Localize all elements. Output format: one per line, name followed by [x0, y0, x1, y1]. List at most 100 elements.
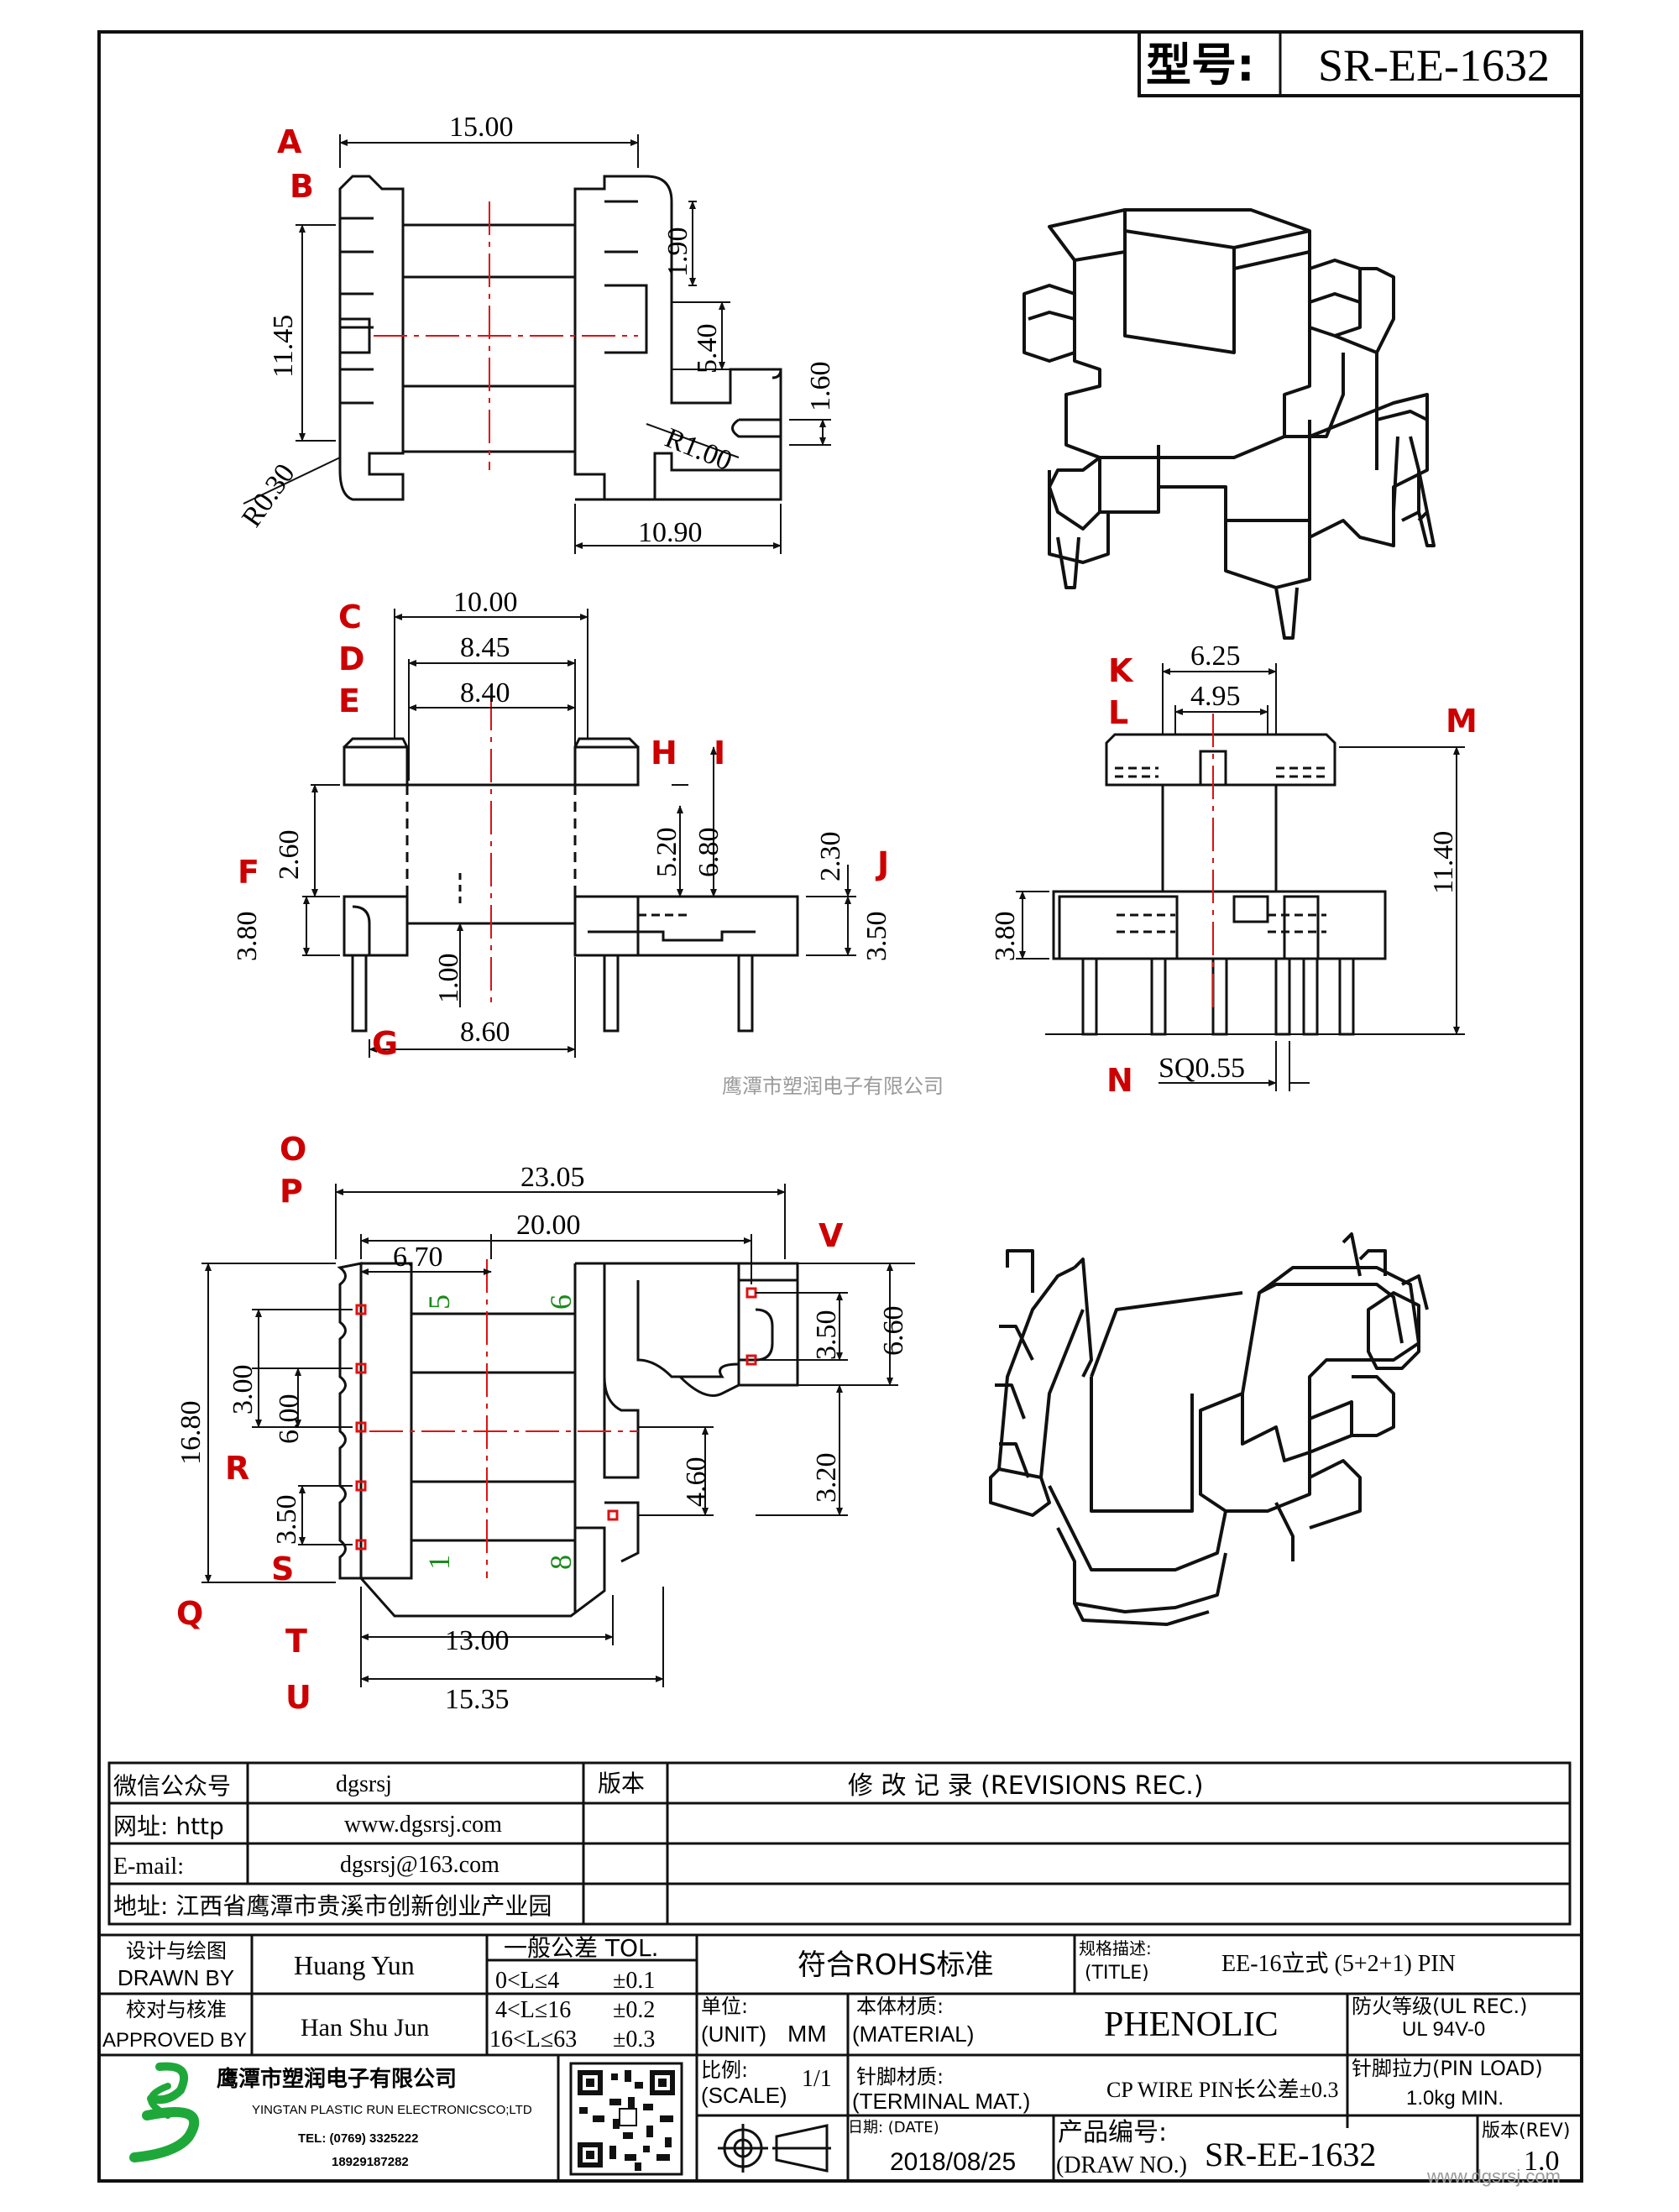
dim-1-00: 1.00: [433, 954, 464, 1004]
dim-1-60: 1.60: [805, 362, 836, 412]
revisions-header: 修 改 记 录 (REVISIONS REC.): [848, 1771, 1204, 1801]
dim-4-60: 4.60: [681, 1457, 712, 1508]
center-watermark: 鹰潭市塑润电子有限公司: [722, 1075, 944, 1098]
label-s: S: [271, 1550, 294, 1587]
rev-label: 版本(REV): [1482, 2120, 1570, 2141]
pinload-value: 1.0kg MIN.: [1406, 2087, 1504, 2110]
iso-view-top: [1023, 208, 1436, 640]
spec-en: (TITLE): [1085, 1963, 1149, 1984]
front-view-dims: [302, 609, 856, 1058]
label-v: V: [819, 1217, 844, 1254]
wechat-label: 微信公众号: [113, 1772, 231, 1800]
unit-en: (UNIT): [701, 2021, 766, 2047]
scale-value: 1/1: [802, 2066, 832, 2092]
corner-watermark: www.dgsrsj.com: [1426, 2166, 1561, 2187]
company-cn: 鹰潭市塑润电子有限公司: [217, 2066, 457, 2092]
dim-6-80: 6.80: [693, 828, 724, 878]
email-value: dgsrsj@163.com: [340, 1852, 500, 1878]
sheet-border: [97, 30, 1583, 2183]
label-g: G: [372, 1025, 398, 1062]
label-i: I: [714, 735, 725, 771]
side-view: [1052, 714, 1387, 1036]
version-header: 版本: [598, 1770, 645, 1797]
tol-val-2: ±0.2: [613, 1997, 655, 2023]
dim-11-40: 11.40: [1428, 831, 1459, 894]
drawno-cn: 产品编号:: [1058, 2118, 1167, 2147]
label-q: Q: [176, 1595, 203, 1632]
web-label: 网址: http: [113, 1812, 224, 1840]
bottom-view: [337, 1259, 799, 1618]
tol-title: 一般公差 TOL.: [504, 1934, 659, 1962]
dim-3-00: 3.00: [228, 1365, 259, 1415]
dim-23-05: 23.05: [520, 1162, 585, 1193]
label-r: R: [225, 1450, 249, 1487]
label-j: J: [875, 845, 889, 882]
label-f: F: [238, 854, 259, 891]
dim-6-25: 6.25: [1190, 641, 1241, 672]
dim-1-90: 1.90: [662, 227, 693, 278]
top-view-dims: [243, 134, 831, 554]
pin-5: 5: [422, 1294, 456, 1310]
date-label: 日期: (DATE): [848, 2119, 939, 2136]
label-a: A: [277, 123, 302, 160]
label-m: M: [1446, 703, 1478, 740]
scale-cn: 比例:: [701, 2058, 748, 2082]
bottom-view-dims: [201, 1184, 915, 1687]
drawno-en: (DRAW NO.): [1056, 2152, 1187, 2178]
dim-13-00: 13.00: [445, 1625, 510, 1656]
dim-sq0-55: SQ0.55: [1159, 1053, 1245, 1084]
tol-val-1: ±0.1: [613, 1968, 655, 1994]
tol-range-1: 0<L≤4: [495, 1968, 559, 1994]
top-view: [338, 175, 782, 501]
dim-5-20: 5.20: [651, 828, 683, 878]
dim-5-40: 5.40: [692, 324, 723, 374]
dim-10-00: 10.00: [453, 587, 518, 618]
email-label: E-mail:: [113, 1854, 184, 1880]
label-u: U: [285, 1679, 311, 1716]
tol-range-2: 4<L≤16: [495, 1997, 571, 2023]
label-h: H: [651, 735, 677, 771]
spec-value: EE-16立式 (5+2+1) PIN: [1221, 1950, 1456, 1977]
date-value: 2018/08/25: [890, 2148, 1016, 2176]
drawn-cn: 设计与绘图: [126, 1939, 227, 1963]
label-e: E: [338, 682, 360, 719]
rohs: 符合ROHS标准: [798, 1948, 994, 1982]
dim-4-95: 4.95: [1190, 681, 1241, 712]
material-en: (MATERIAL): [852, 2021, 974, 2047]
company-en: YINGTAN PLASTIC RUN ELECTRONICSCO;LTD: [252, 2103, 532, 2117]
dim-6-00: 6.00: [274, 1394, 305, 1445]
spec-cn: 规格描述:: [1079, 1938, 1152, 1958]
unit-cn: 单位:: [701, 1995, 748, 2018]
tel: TEL: (0769) 3325222: [298, 2131, 418, 2146]
rev-value: 1.0: [1524, 2146, 1560, 2177]
dim-10-90: 10.90: [638, 517, 703, 548]
front-view: [343, 697, 799, 1033]
terminal-value: CP WIRE PIN长公差±0.3: [1106, 2078, 1338, 2102]
info-table: [107, 1761, 1572, 1926]
label-c: C: [338, 599, 362, 635]
phone: 18929187282: [332, 2155, 409, 2169]
approved-name: Han Shu Jun: [301, 2014, 429, 2042]
dim-3-50-left: 3.50: [271, 1495, 302, 1545]
dim-3-20: 3.20: [811, 1453, 842, 1503]
dim-2-60: 2.60: [274, 830, 305, 881]
drawn-en: DRAWN BY: [118, 1965, 234, 1990]
company-logo: [129, 2062, 200, 2162]
pinload-cn: 针脚拉力(PIN LOAD): [1352, 2057, 1543, 2080]
iso-view-bottom: [989, 1232, 1429, 1626]
unit-value: MM: [787, 2021, 827, 2047]
approved-en: APPROVED BY: [102, 2029, 247, 2052]
dim-3-50-right: 3.50: [811, 1310, 842, 1361]
scale-en: (SCALE): [701, 2083, 787, 2108]
terminal-en: (TERMINAL MAT.): [852, 2089, 1030, 2114]
dim-3-50-front: 3.50: [861, 912, 892, 962]
dim-6-60: 6.60: [878, 1306, 909, 1357]
dim-20-00: 20.00: [516, 1210, 581, 1241]
title-block: [97, 1933, 1583, 2183]
material-value: PHENOLIC: [1104, 2005, 1279, 2044]
dim-3-80-front: 3.80: [232, 912, 263, 962]
model-header: 型号: SR-EE-1632: [1138, 30, 1583, 97]
dim-11-45: 11.45: [268, 315, 299, 378]
label-n: N: [1106, 1062, 1133, 1099]
